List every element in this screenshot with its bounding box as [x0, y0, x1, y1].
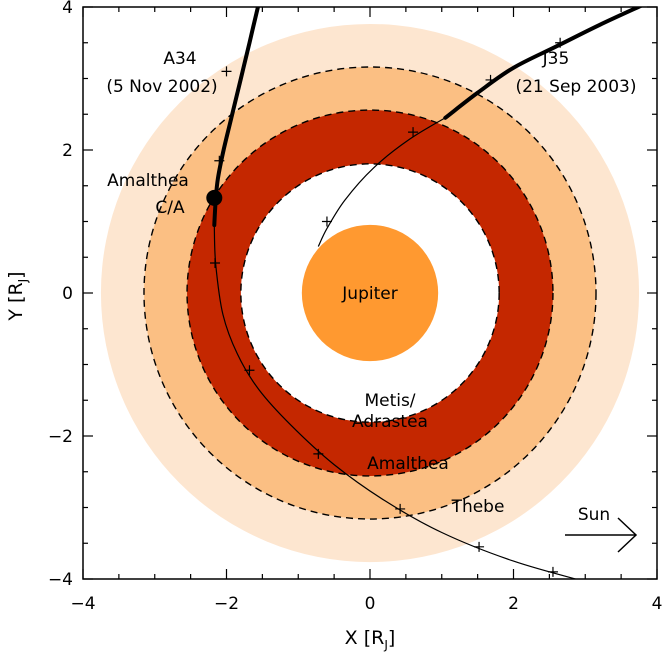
- sun-direction: Sun: [565, 505, 638, 553]
- sun-arrow-head: [617, 517, 638, 553]
- a34-time-tick-1: [214, 155, 225, 166]
- y-axis-label-main: Y [R: [5, 282, 27, 321]
- x-tick-label: −2: [214, 594, 239, 614]
- ring-boundaries: [143, 66, 597, 520]
- j35-trajectory-thin: [317, 117, 446, 247]
- closest-approach-marker: [206, 189, 223, 206]
- a34-time-tick-5: [395, 503, 406, 514]
- a34-time-tick-4: [313, 448, 324, 459]
- thebe-ring-label: Thebe: [451, 497, 505, 517]
- y-axis-label-subscript: J: [16, 279, 30, 284]
- j35-time-tick-0: [555, 37, 566, 48]
- y-axis-label: Y [RJ]: [5, 271, 30, 321]
- j35-time-tick-2: [408, 127, 419, 138]
- a34-time-tick-0: [221, 66, 232, 77]
- j35-date: (21 Sep 2003): [515, 77, 636, 97]
- a34-time-tick-7: [547, 566, 558, 577]
- jupiter-group: Jupiter: [301, 224, 439, 362]
- y-tick-label: 0: [62, 284, 73, 304]
- x-tick-label: 0: [365, 594, 376, 614]
- closest-approach-label-line1: Amalthea: [107, 171, 189, 191]
- a34-time-tick-6: [474, 541, 485, 552]
- a34-time-tick-2: [210, 257, 221, 268]
- jupiter-disc: [301, 224, 439, 362]
- jupiter-label: Jupiter: [341, 284, 397, 304]
- a34-label: A34: [163, 49, 196, 69]
- j35-time-tick-3: [321, 216, 332, 227]
- x-axis-label-main: X [R: [345, 627, 385, 649]
- a34-trajectory-thin: [213, 225, 578, 579]
- sun-label: Sun: [578, 505, 610, 525]
- j35-label: J35: [542, 49, 570, 69]
- x-axis-label-subscript: J: [383, 638, 388, 652]
- y-tick-label: 2: [62, 141, 73, 161]
- y-tick-label: 4: [62, 0, 73, 18]
- x-axis-label: X [RJ]: [345, 627, 396, 652]
- x-tick-label: 2: [508, 594, 519, 614]
- ring-boundary-1: [186, 109, 554, 477]
- x-tick-label: 4: [652, 594, 663, 614]
- a34-time-tick-3: [244, 365, 255, 376]
- ring-boundary-2: [143, 66, 597, 520]
- x-tick-label: −4: [70, 594, 95, 614]
- adrastea-label: Adrastea: [352, 412, 428, 432]
- closest-approach-label-line2: C/A: [155, 198, 185, 218]
- y-tick-label: −4: [48, 570, 73, 590]
- amalthea-ring-label: Amalthea: [367, 454, 449, 474]
- ring-boundary-0: [240, 163, 500, 423]
- y-axis-label-close: ]: [5, 271, 27, 278]
- metis-label: Metis/: [364, 391, 415, 411]
- a34-date: (5 Nov 2002): [106, 77, 217, 97]
- y-tick-label: −2: [48, 427, 73, 447]
- j35-time-tick-1: [485, 74, 496, 85]
- j35-trajectory-thick: [443, 7, 644, 120]
- x-axis-label-close: ]: [388, 627, 395, 649]
- axis-ticks: −4 −2 0 2 4 −4 −2 0 2 4: [48, 0, 662, 614]
